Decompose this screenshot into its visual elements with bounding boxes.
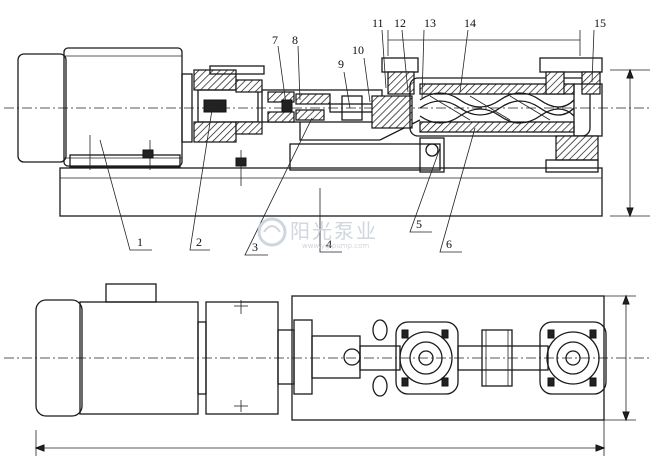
watermark: 阳光泵业 www.yg-pump.com bbox=[257, 217, 378, 250]
side-dimensions bbox=[387, 30, 650, 218]
clamp-plan bbox=[481, 329, 513, 387]
callout-14: 14 bbox=[464, 16, 476, 30]
callout-1: 1 bbox=[137, 235, 143, 249]
callout-11: 11 bbox=[372, 16, 384, 30]
callout-6: 6 bbox=[446, 237, 452, 251]
callout-15: 15 bbox=[594, 16, 606, 30]
watermark-logo-icon bbox=[257, 217, 287, 247]
callout-labels: 1 2 3 4 5 6 7 8 9 10 11 12 13 14 15 bbox=[137, 16, 606, 254]
callout-10: 10 bbox=[352, 43, 364, 57]
callout-12: 12 bbox=[394, 16, 406, 30]
flange-discharge-plan bbox=[539, 321, 607, 395]
bearing-bracket-side bbox=[261, 89, 421, 141]
frame-plan bbox=[205, 300, 401, 415]
callout-13: 13 bbox=[424, 16, 436, 30]
plan-dimensions bbox=[34, 294, 636, 456]
callout-8: 8 bbox=[292, 33, 298, 47]
callout-5: 5 bbox=[416, 217, 422, 231]
callout-3: 3 bbox=[252, 240, 258, 254]
callout-leaders bbox=[99, 29, 595, 256]
watermark-name: 阳光泵业 bbox=[290, 219, 378, 243]
callout-9: 9 bbox=[338, 57, 344, 71]
motor-plan bbox=[35, 283, 207, 417]
callout-2: 2 bbox=[196, 235, 202, 249]
base-plate-side bbox=[59, 143, 603, 217]
pump-body-side bbox=[371, 57, 603, 173]
motor-side bbox=[17, 47, 193, 170]
plan-view bbox=[4, 283, 652, 456]
callout-4: 4 bbox=[326, 237, 332, 251]
base-plate-plan bbox=[291, 295, 605, 421]
side-view bbox=[4, 30, 652, 218]
watermark-url: www.yg-pump.com bbox=[302, 242, 369, 250]
coupling-side bbox=[193, 65, 265, 143]
callout-7: 7 bbox=[272, 33, 278, 47]
pump-tube-plan bbox=[457, 345, 549, 371]
